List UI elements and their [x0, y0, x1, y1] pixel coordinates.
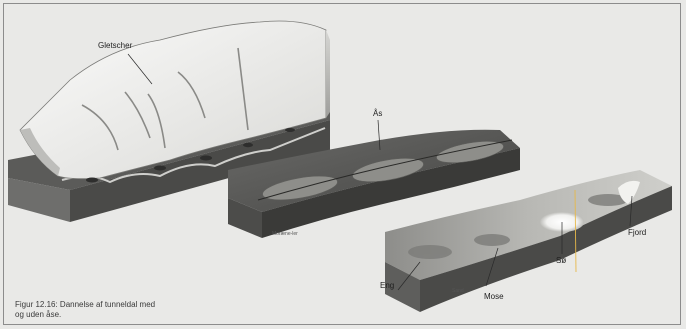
label-fjord: Fjord	[628, 228, 646, 237]
label-esker: Ås	[373, 109, 382, 118]
label-glacier: Gletscher	[98, 41, 132, 50]
label-bog: Mose	[484, 292, 504, 301]
caption-line-1: Figur 12.16: Dannelse af tunneldal med	[15, 300, 155, 310]
mark-front-block: Sand	[452, 288, 464, 294]
label-meadow: Eng	[380, 281, 394, 290]
glacier-ice-side	[326, 30, 330, 118]
caption-line-2: og uden åse.	[15, 310, 155, 320]
mark-middle-block: Moræne-ler	[272, 231, 298, 237]
figure-caption: Figur 12.16: Dannelse af tunneldal med o…	[15, 300, 155, 320]
label-lake: Sø	[556, 256, 566, 265]
